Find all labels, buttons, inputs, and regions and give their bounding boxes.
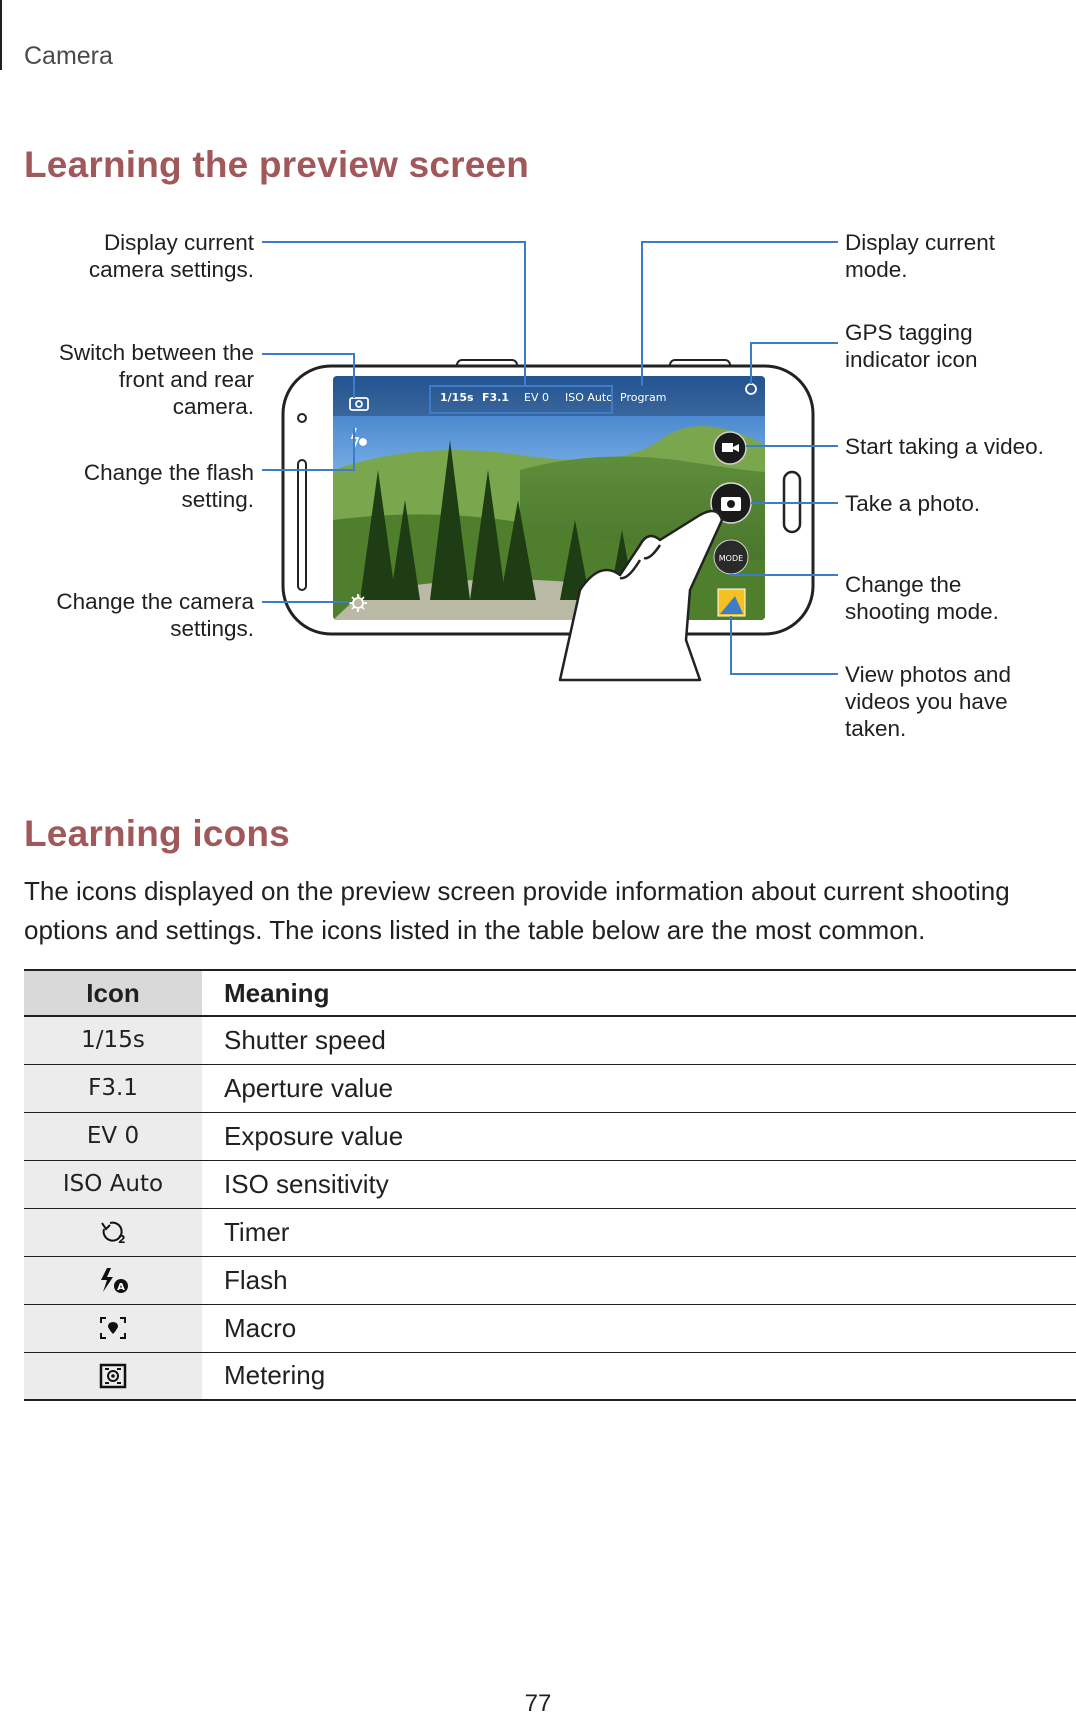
mode-button-label: MODE — [719, 554, 743, 563]
page-number: 77 — [0, 1690, 1076, 1718]
table-row: Macro — [24, 1304, 1076, 1352]
row-meaning: Macro — [202, 1304, 1076, 1352]
timer-icon: 2 — [98, 1219, 128, 1245]
table-row: 1/15s Shutter speed — [24, 1016, 1076, 1064]
table-row: Metering — [24, 1352, 1076, 1400]
table-row: A Flash — [24, 1256, 1076, 1304]
svg-text:2: 2 — [118, 1233, 126, 1245]
table-header-row: Icon Meaning — [24, 970, 1076, 1016]
header-icon: Icon — [24, 970, 202, 1016]
table-row: F3.1 Aperture value — [24, 1064, 1076, 1112]
table-row: ISO Auto ISO sensitivity — [24, 1160, 1076, 1208]
row-meaning: Shutter speed — [202, 1016, 1076, 1064]
section-title-preview: Learning the preview screen — [24, 144, 529, 186]
row-meaning: Flash — [202, 1256, 1076, 1304]
table-row: 2 Timer — [24, 1208, 1076, 1256]
table-row: EV 0 Exposure value — [24, 1112, 1076, 1160]
exposure-icon: EV 0 — [24, 1112, 202, 1160]
row-meaning: Exposure value — [202, 1112, 1076, 1160]
status-aperture: F3.1 — [482, 391, 509, 404]
status-shutter: 1/15s — [440, 391, 474, 404]
row-meaning: Aperture value — [202, 1064, 1076, 1112]
row-meaning: Timer — [202, 1208, 1076, 1256]
shutter-speed-icon: 1/15s — [24, 1016, 202, 1064]
video-camera-icon — [722, 443, 733, 452]
row-meaning: Metering — [202, 1352, 1076, 1400]
metering-icon — [98, 1363, 128, 1389]
status-ev: EV 0 — [524, 391, 549, 404]
section-title-icons: Learning icons — [24, 813, 290, 855]
row-meaning: ISO sensitivity — [202, 1160, 1076, 1208]
header-rule — [0, 0, 2, 70]
flash-auto-icon: A — [97, 1266, 129, 1294]
header-meaning: Meaning — [202, 970, 1076, 1016]
aperture-icon: F3.1 — [24, 1064, 202, 1112]
icons-table: Icon Meaning 1/15s Shutter speed F3.1 Ap… — [24, 969, 1076, 1401]
phone-preview-diagram: 1/15s F3.1 EV 0 ISO Auto Program MODE — [0, 220, 1076, 690]
macro-icon — [98, 1315, 128, 1341]
svg-text:A: A — [117, 1282, 125, 1293]
section-label: Camera — [24, 42, 113, 71]
iso-icon: ISO Auto — [24, 1160, 202, 1208]
status-iso: ISO Auto — [565, 391, 613, 404]
intro-paragraph: The icons displayed on the preview scree… — [24, 872, 1034, 950]
status-mode: Program — [620, 391, 666, 404]
